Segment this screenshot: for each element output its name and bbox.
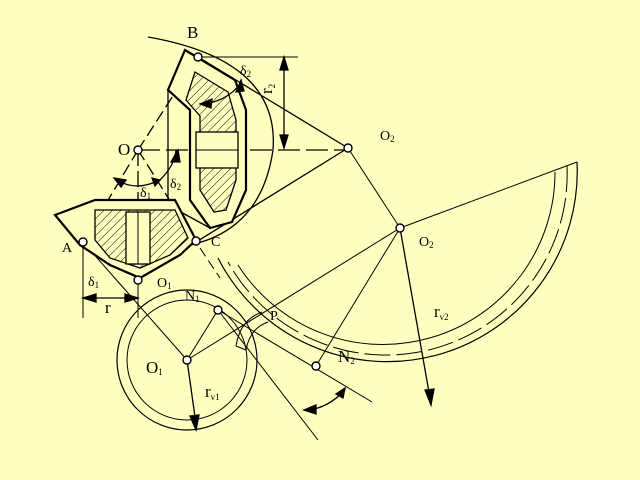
rv1-radius-line (186, 359, 197, 425)
rv1-arrowhead (189, 414, 200, 433)
dimension-arrows (80, 54, 435, 433)
line-center-O1v-O2v (186, 227, 401, 361)
label-N2: N2 (338, 347, 355, 366)
label-r: r (105, 298, 111, 317)
point-N2 (311, 361, 321, 371)
label-O2-top: O2 (380, 129, 395, 144)
equivalent-gear-1-outer-circle (116, 289, 258, 431)
delta1-arrowhead-left (112, 177, 128, 189)
point-C (191, 236, 201, 246)
pressure-angle-arrowhead-right (334, 386, 346, 400)
label-B: B (187, 23, 198, 42)
labels: B O A C O2 O2 O1 N1 P O1 N2 rv1 rv2 r r2… (62, 23, 449, 402)
tooth-profile (235, 311, 269, 351)
line-O2-O2v (347, 147, 401, 229)
label-rv2: rv2 (434, 302, 449, 322)
key-points (78, 52, 405, 371)
point-O1-small (133, 275, 143, 285)
equivalent-gear-2-radius-line (399, 161, 578, 229)
gear-1-section (53, 198, 198, 280)
point-O2-mid (395, 223, 405, 233)
r-arrowhead-left (80, 293, 97, 303)
equivalent-gear-2-pitch-arc (237, 171, 556, 345)
label-delta2-top: δ2 (240, 64, 251, 79)
label-delta1-mid: δ1 (140, 186, 151, 201)
r2-arrowhead-bottom (279, 134, 289, 151)
line-O1v-N1 (186, 309, 219, 361)
point-A (78, 237, 88, 247)
line-O2v-N2 (315, 227, 401, 367)
tangent-line-P (217, 309, 319, 441)
rv2-arrowhead (424, 388, 435, 408)
r2-arrowhead-top (279, 54, 289, 71)
rv2-radius-line (399, 227, 431, 399)
delta2-arrowhead-top-right (234, 78, 245, 93)
label-C: C (211, 235, 220, 250)
dashed-tangent-line (199, 247, 221, 279)
r-arrowhead-right (124, 293, 141, 303)
equivalent-gear-1 (116, 289, 258, 431)
point-O2-top (343, 143, 353, 153)
delta1-arrowhead-right (150, 177, 162, 188)
delta2-angle-arc-mid (159, 149, 177, 181)
label-O: O (118, 140, 130, 159)
line-A-O1v (82, 241, 188, 361)
equivalent-gear-2 (217, 161, 578, 363)
label-O2-mid: O2 (419, 235, 434, 250)
label-rv1: rv1 (205, 382, 220, 402)
point-O1 (182, 355, 192, 365)
delta2-arrowhead-top-left (198, 97, 213, 109)
point-O (133, 145, 143, 155)
delta2-arrowhead-mid (169, 148, 181, 163)
label-delta1-left: δ1 (88, 275, 99, 290)
equivalent-gear-1-pitch-circle (126, 299, 248, 421)
label-A: A (62, 241, 73, 256)
label-N1: N1 (185, 289, 200, 304)
label-r2: r2 (257, 84, 277, 94)
gear-2-section (166, 48, 248, 230)
equivalent-gear-2-outer-arc (217, 161, 578, 363)
label-delta2-mid: δ2 (170, 177, 181, 192)
point-B (193, 52, 203, 62)
pressure-angle-arrowhead-left (302, 404, 317, 415)
point-N1 (213, 305, 223, 315)
label-O1-small: O1 (157, 276, 172, 291)
label-P: P (270, 309, 278, 324)
label-O1: O1 (146, 358, 163, 377)
equivalent-gear-2-dashed-arc (227, 165, 568, 356)
